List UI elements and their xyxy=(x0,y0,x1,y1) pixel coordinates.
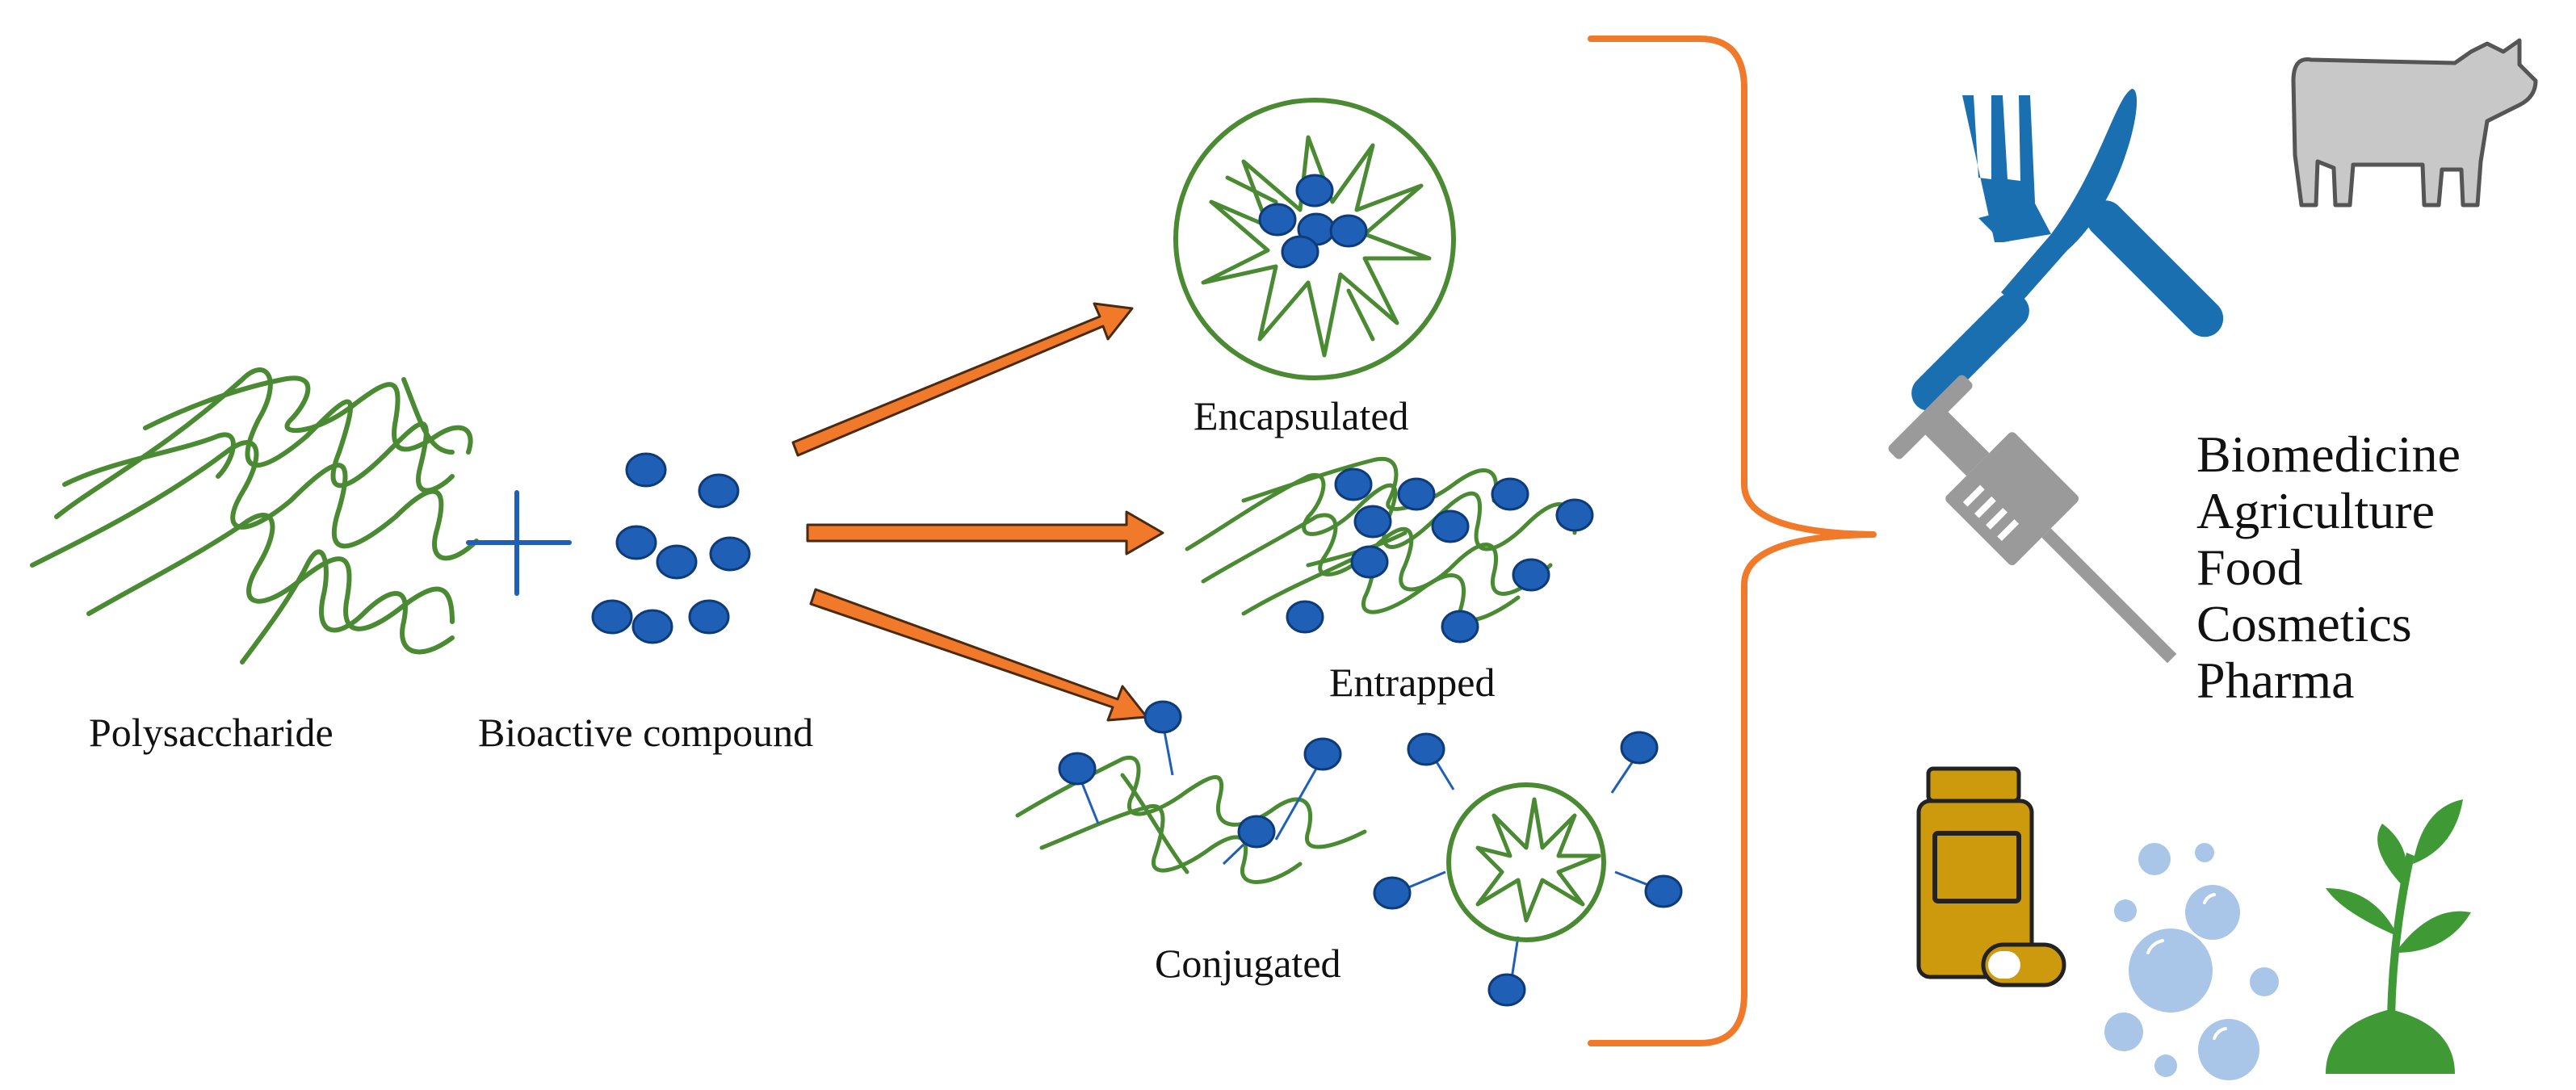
plus-icon xyxy=(466,490,572,596)
cow-icon xyxy=(2291,38,2538,208)
application-item: Agriculture xyxy=(2196,482,2435,539)
fork-knife-icon xyxy=(1911,89,2224,411)
arrows xyxy=(791,302,1164,722)
label-entrapped: Entrapped xyxy=(1329,660,1496,705)
label-conjugated: Conjugated xyxy=(1155,941,1341,986)
encapsulated-sphere xyxy=(1173,98,1456,380)
pill-bottle-icon xyxy=(1916,766,2066,987)
conjugated-sphere xyxy=(1373,731,1683,1007)
polysaccharide-chains xyxy=(30,367,479,664)
bubbles-icon xyxy=(2104,843,2279,1080)
bioactive-compound-dots xyxy=(591,452,751,644)
application-item: Cosmetics xyxy=(2196,595,2412,652)
label-encapsulated: Encapsulated xyxy=(1194,393,1409,438)
applications-list: Biomedicine Agriculture Food Cosmetics P… xyxy=(2196,426,2461,709)
label-polysaccharide: Polysaccharide xyxy=(89,710,334,755)
application-item: Pharma xyxy=(2196,652,2355,709)
arrow-to-encapsulated xyxy=(791,302,1134,457)
syringe-icon xyxy=(1888,375,2177,664)
label-bioactive-compound: Bioactive compound xyxy=(478,710,814,755)
plant-icon xyxy=(2326,799,2471,1074)
curly-brace xyxy=(1588,36,1877,1046)
conjugated-chain xyxy=(1015,700,1367,884)
arrow-to-entrapped xyxy=(806,510,1164,555)
arrow-to-conjugated xyxy=(809,588,1148,722)
application-item: Biomedicine xyxy=(2196,426,2461,483)
entrapped-network xyxy=(1185,456,1594,644)
application-item: Food xyxy=(2196,539,2303,596)
